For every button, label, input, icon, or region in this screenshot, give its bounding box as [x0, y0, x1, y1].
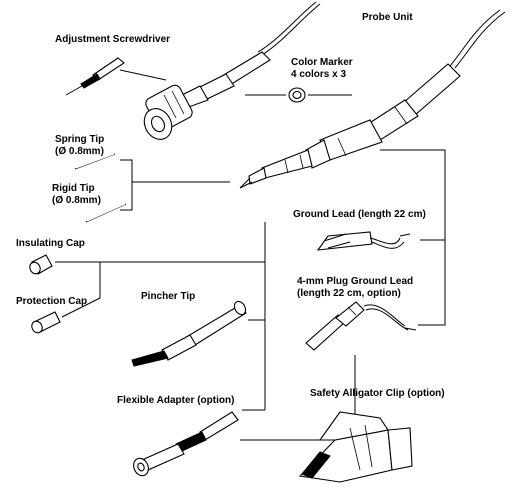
ground-lead-icon — [316, 231, 411, 251]
protection-cap-connector — [61, 297, 101, 318]
label-flexible-adapter: Flexible Adapter (option) — [117, 395, 235, 406]
tips-bracket — [120, 159, 230, 211]
label-protection-cap: Protection Cap — [16, 296, 88, 307]
label-plug-ground-lead-length: (length 22 cm, option) — [297, 288, 401, 299]
bnc-connector-icon — [143, 1, 321, 140]
label-plug-ground-lead: 4-mm Plug Ground Lead — [297, 276, 414, 287]
label-ground-lead: Ground Lead (length 22 cm) — [293, 209, 426, 220]
label-color-marker: Color Marker — [291, 57, 353, 68]
label-insulating-cap: Insulating Cap — [16, 238, 85, 249]
rigid-tip-icon — [85, 203, 127, 223]
label-spring-tip-diameter: (Ø 0.8mm) — [55, 146, 104, 157]
label-spring-tip: Spring Tip — [55, 134, 105, 145]
spring-tip-icon — [74, 153, 116, 170]
alligator-clip-icon — [298, 411, 413, 483]
probe-unit-icon — [239, 9, 506, 189]
flexible-adapter-icon — [133, 411, 239, 477]
protection-cap-icon — [31, 311, 61, 334]
insulating-cap-icon — [29, 254, 53, 275]
label-adjustment-screwdriver: Adjustment Screwdriver — [55, 34, 171, 45]
plug-ground-lead-icon — [305, 301, 417, 351]
color-ring-icon — [288, 87, 306, 103]
label-probe-unit: Probe Unit — [362, 12, 413, 23]
screwdriver-leader-line — [119, 69, 167, 81]
ground-lead-bracket — [380, 149, 446, 326]
label-color-marker-count: 4 colors x 3 — [291, 69, 347, 80]
label-pincher-tip: Pincher Tip — [141, 291, 196, 302]
label-safety-alligator-clip: Safety Alligator Clip (option) — [310, 388, 445, 399]
screwdriver-icon — [65, 57, 125, 96]
label-rigid-tip-diameter: (Ø 0.8mm) — [52, 195, 101, 206]
label-rigid-tip: Rigid Tip — [52, 183, 95, 194]
pincher-tip-icon — [131, 300, 247, 367]
